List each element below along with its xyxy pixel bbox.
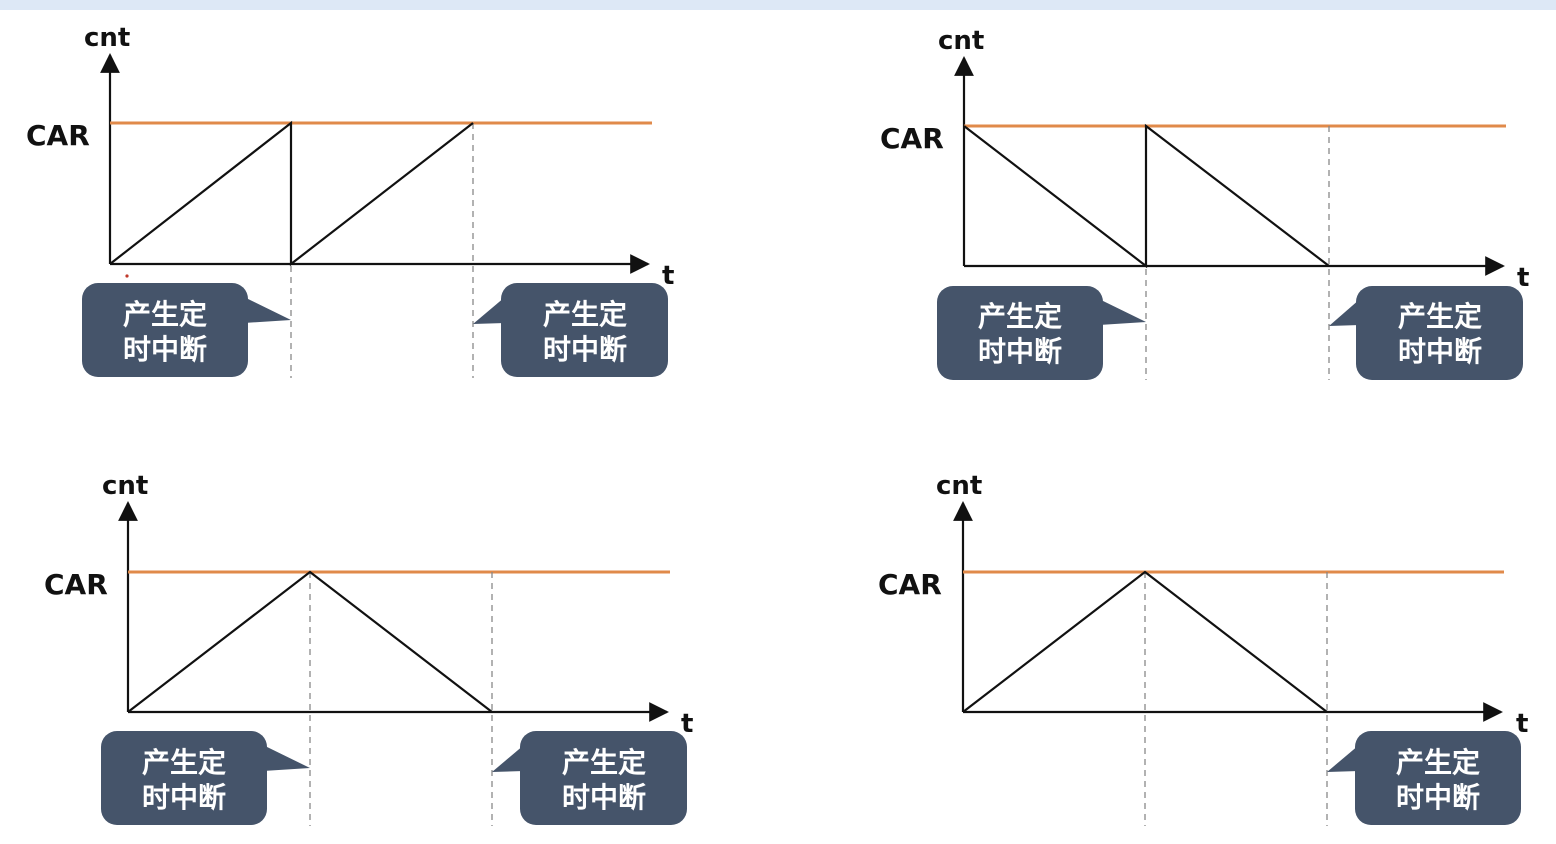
y-axis-label: cnt bbox=[936, 471, 982, 501]
counter-waveform bbox=[963, 123, 1330, 269]
callout-text-line2: 时中断 bbox=[1398, 335, 1482, 368]
callout-text-line2: 时中断 bbox=[1396, 781, 1480, 814]
panel-center-aligned-both: cnt t CAR 产生定 时中断 产生定 时中断 bbox=[44, 471, 693, 826]
y-axis-label: cnt bbox=[938, 26, 984, 56]
x-axis-label: t bbox=[681, 709, 693, 739]
counter-waveform bbox=[962, 570, 1328, 713]
interrupt-callout-left: 产生定 时中断 bbox=[82, 283, 291, 377]
interrupt-callout-right: 产生定 时中断 bbox=[1329, 286, 1523, 380]
car-label: CAR bbox=[26, 119, 90, 152]
interrupt-callout-right: 产生定 时中断 bbox=[473, 283, 668, 377]
interrupt-callout-left: 产生定 时中断 bbox=[937, 286, 1146, 380]
x-axis-label: t bbox=[662, 261, 674, 291]
interrupt-callout-left: 产生定 时中断 bbox=[101, 731, 310, 825]
counter-waveform bbox=[127, 570, 493, 713]
panel-up-counting: cnt t CAR 产生定 时中断 产生定 时中断 bbox=[26, 23, 674, 378]
counter-waveform bbox=[109, 120, 474, 267]
callout-text-line2: 时中断 bbox=[543, 333, 627, 366]
callout-text-line1: 产生定 bbox=[543, 298, 627, 331]
panel-center-aligned-single: cnt t CAR 产生定 时中断 bbox=[878, 471, 1528, 826]
y-axis-label: cnt bbox=[84, 23, 130, 53]
callout-text-line2: 时中断 bbox=[142, 781, 226, 814]
car-label: CAR bbox=[880, 122, 944, 155]
interrupt-callout-right: 产生定 时中断 bbox=[492, 731, 687, 825]
callout-text-line1: 产生定 bbox=[978, 300, 1062, 333]
callout-text-line2: 时中断 bbox=[562, 781, 646, 814]
callout-text-line2: 时中断 bbox=[123, 333, 207, 366]
x-axis-label: t bbox=[1517, 263, 1529, 293]
car-label: CAR bbox=[44, 568, 108, 601]
panel-down-counting: cnt t CAR 产生定 时中断 产生定 时中断 bbox=[880, 26, 1529, 380]
car-label: CAR bbox=[878, 568, 942, 601]
x-axis-label: t bbox=[1516, 709, 1528, 739]
callout-text-line1: 产生定 bbox=[1396, 746, 1480, 779]
callout-text-line1: 产生定 bbox=[142, 746, 226, 779]
interrupt-callout-right: 产生定 时中断 bbox=[1327, 731, 1521, 825]
callout-text-line2: 时中断 bbox=[978, 335, 1062, 368]
top-strip bbox=[0, 0, 1556, 10]
callout-text-line1: 产生定 bbox=[562, 746, 646, 779]
callout-text-line1: 产生定 bbox=[1398, 300, 1482, 333]
callout-text-line1: 产生定 bbox=[123, 298, 207, 331]
stray-dot bbox=[125, 274, 129, 278]
y-axis-label: cnt bbox=[102, 471, 148, 501]
